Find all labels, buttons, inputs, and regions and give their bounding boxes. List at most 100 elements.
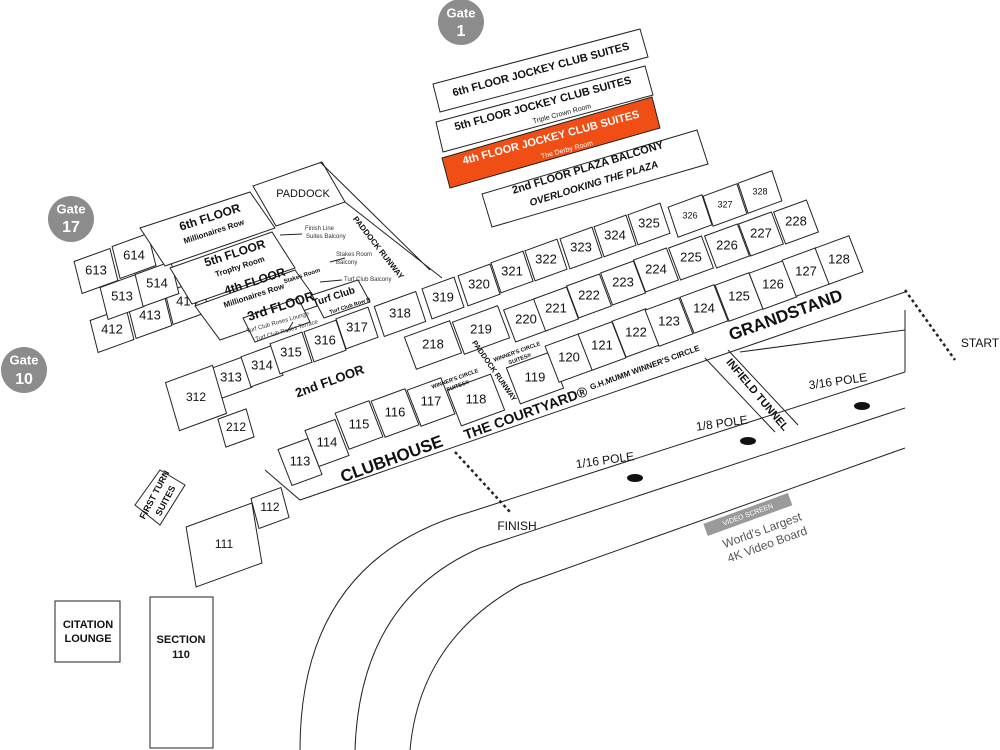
section-111[interactable]: 111 <box>185 502 263 588</box>
section-122[interactable]: 122 <box>611 308 661 358</box>
track-rail-inner <box>409 447 906 750</box>
finish-label: FINISH <box>497 519 536 533</box>
section-number: 320 <box>468 276 490 291</box>
section-shape <box>565 273 613 319</box>
section-613[interactable]: 613 <box>73 247 119 295</box>
section-number: 225 <box>680 249 702 264</box>
section-number: 115 <box>349 416 370 431</box>
section-314[interactable]: 314 <box>240 344 284 388</box>
section-323[interactable]: 323 <box>559 226 603 270</box>
section-shape <box>370 388 420 438</box>
section-222[interactable]: 222 <box>565 273 613 319</box>
section-221[interactable]: 221 <box>532 286 580 332</box>
section-117[interactable]: 117 <box>406 377 456 427</box>
section-shape <box>702 183 748 227</box>
section-327[interactable]: 327 <box>702 183 748 227</box>
section-number: 412 <box>101 321 123 336</box>
section-123[interactable]: 123 <box>644 297 694 347</box>
first-turn-suites[interactable]: FIRST TURN SUITES <box>134 469 186 526</box>
section-number: 122 <box>625 324 647 339</box>
section-112[interactable]: 112 <box>250 486 290 530</box>
section-318[interactable]: 318 <box>373 290 427 338</box>
citation-label: LOUNGE <box>64 633 111 645</box>
section-412[interactable]: 412 <box>89 306 135 354</box>
section-212[interactable]: 212 <box>217 408 255 448</box>
section-shape <box>593 214 637 258</box>
section-128[interactable]: 128 <box>814 235 864 285</box>
section-shape <box>644 297 694 347</box>
section-317[interactable]: 317 <box>335 306 379 350</box>
section-number: 121 <box>591 337 613 352</box>
section-number: 324 <box>604 227 626 242</box>
section-115[interactable]: 115 <box>334 400 384 450</box>
section-223[interactable]: 223 <box>599 260 647 306</box>
gate-number: 1 <box>457 23 466 40</box>
section-number: 316 <box>314 332 336 347</box>
section-312[interactable]: 312 <box>164 364 228 432</box>
section-number: 513 <box>111 288 133 303</box>
section-322[interactable]: 322 <box>524 238 568 282</box>
section-113[interactable]: 113 <box>277 437 323 487</box>
section-326[interactable]: 326 <box>667 194 713 238</box>
section-513[interactable]: 513 <box>99 273 145 321</box>
section-number: 128 <box>828 251 850 266</box>
turf-club <box>311 279 371 319</box>
section-shape <box>667 235 715 281</box>
gate-10: Gate 10 <box>1 347 47 393</box>
section-324[interactable]: 324 <box>593 214 637 258</box>
section-shape <box>403 320 463 370</box>
section-number: 328 <box>752 186 767 196</box>
section-313[interactable]: 313 <box>209 356 253 400</box>
section-shape <box>667 194 713 238</box>
annotation: Finish Line <box>305 226 335 232</box>
section-number: 120 <box>558 349 580 364</box>
section-228[interactable]: 228 <box>772 199 820 245</box>
section-126[interactable]: 126 <box>748 260 798 310</box>
section-number: 126 <box>762 276 784 291</box>
section-219[interactable]: 219 <box>451 305 511 355</box>
gate-label: Gate <box>10 352 39 367</box>
floor-5 <box>169 231 296 305</box>
section-number: 413 <box>139 307 161 322</box>
section-325[interactable]: 325 <box>627 202 671 246</box>
section-514[interactable]: 514 <box>134 260 180 308</box>
section-320[interactable]: 320 <box>457 263 501 307</box>
section-319[interactable]: 319 <box>421 276 465 320</box>
section-shape <box>559 226 603 270</box>
section-shape <box>421 276 465 320</box>
section-shape <box>134 260 180 308</box>
section-316[interactable]: 316 <box>303 319 347 363</box>
section110-label: SECTION <box>157 634 206 646</box>
section-shape <box>277 437 323 487</box>
paddock-runway-walls <box>319 161 443 279</box>
section-number: 319 <box>432 289 454 304</box>
section-number: 327 <box>717 199 732 209</box>
citation-lounge[interactable]: CITATION LOUNGE <box>54 600 121 663</box>
section-227[interactable]: 227 <box>737 211 785 257</box>
section-shape <box>627 202 671 246</box>
section-224[interactable]: 224 <box>632 247 680 293</box>
section-116[interactable]: 116 <box>370 388 420 438</box>
section-number: 124 <box>693 300 715 315</box>
section-shape <box>304 418 350 468</box>
section-number: 323 <box>570 239 592 254</box>
start-line <box>903 289 957 361</box>
section-218[interactable]: 218 <box>403 320 463 370</box>
annotation: Balcony <box>336 260 357 266</box>
section-shape <box>524 238 568 282</box>
section-315[interactable]: 315 <box>269 331 313 375</box>
section-114[interactable]: 114 <box>304 418 350 468</box>
start-label: START <box>961 336 1000 350</box>
section-121[interactable]: 121 <box>577 321 627 371</box>
section-110[interactable]: SECTION 110 <box>149 596 214 749</box>
section-124[interactable]: 124 <box>679 284 729 334</box>
section-321[interactable]: 321 <box>490 250 534 294</box>
section-328[interactable]: 328 <box>737 170 783 214</box>
section-225[interactable]: 225 <box>667 235 715 281</box>
section-614[interactable]: 614 <box>111 232 157 280</box>
section-226[interactable]: 226 <box>703 223 751 269</box>
section-118[interactable]: 118 <box>446 373 506 427</box>
section-119[interactable]: 119 <box>505 351 565 405</box>
gate-number: 10 <box>15 371 33 388</box>
